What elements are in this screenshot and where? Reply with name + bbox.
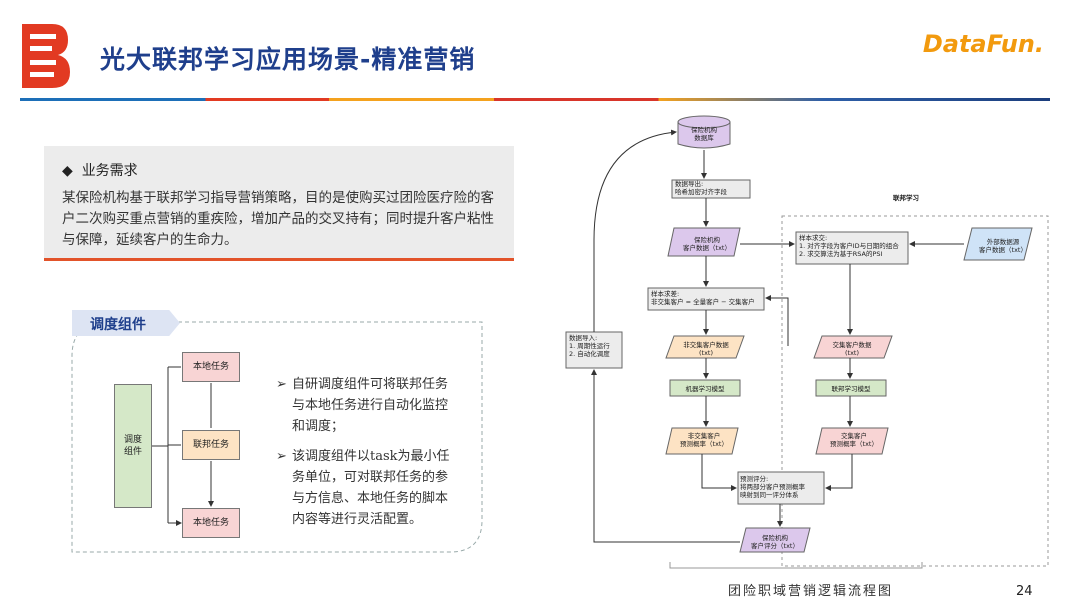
scheduler-tag [72, 310, 180, 336]
needs-heading: ◆ 业务需求 [62, 163, 138, 179]
result-label: 保险机构 客户评分（txt） [751, 534, 799, 550]
needs-panel [44, 146, 514, 261]
intersect-node [795, 231, 909, 265]
intersect-label: 样本求交: 1. 对齐字段为客户ID与日期的组合 2. 求交算法为基于RSA的P… [799, 234, 899, 258]
ext-data-label: 外部数据源 客户数据（txt） [979, 238, 1027, 254]
task-local-1: 本地任务 [182, 352, 240, 382]
scheduler-bullet-1-text: 自研调度组件可将联邦任务与本地任务进行自动化监控和调度； [292, 377, 449, 434]
score-node [737, 471, 825, 505]
cust-data-label: 保险机构 客户数据（txt） [683, 236, 731, 252]
task-federated: 联邦任务 [182, 430, 240, 460]
page-number: 24 [1016, 584, 1033, 599]
cust-data-node [667, 227, 741, 257]
brand-logo: DataFun. [922, 30, 1044, 58]
import-label: 数据导入: 1. 周期性运行 2. 自动化调度 [569, 334, 610, 358]
non-inter-prob-node [665, 427, 739, 455]
diff-label: 样本求差: 非交集客户 = 全量客户 − 交集客户 [651, 290, 755, 306]
fl-model-label: 联邦学习模型 [831, 385, 871, 393]
result-node [739, 527, 811, 553]
non-inter-prob-label: 非交集客户 预测概率（txt） [680, 432, 728, 448]
scheduler-bullet-2-text: 该调度组件以task为最小任务单位，可对联邦任务的参与方信息、本地任务的脚本内容… [292, 449, 450, 527]
inter-data-label: 交集客户数据 (txt) [832, 341, 872, 357]
diamond-icon: ◆ [62, 163, 73, 179]
marketing-flowchart [565, 115, 1049, 569]
page-title: 光大联邦学习应用场景-精准营销 [100, 45, 476, 74]
scheduler-arrows [152, 366, 260, 550]
inter-data-node [813, 335, 893, 359]
fed-label: 联邦学习 [893, 194, 919, 202]
scheduler-bullet-1: ➢ [276, 377, 287, 392]
ext-data-node [963, 227, 1033, 261]
scheduler-main-node: 调度 组件 [114, 384, 152, 508]
non-inter-data-label: 非交集客户数据 (txt) [683, 341, 729, 357]
scheduler-frame [71, 321, 483, 553]
divider-bar [20, 98, 1050, 101]
db-node [677, 115, 731, 149]
scheduler-tag-label: 调度组件 [90, 317, 146, 333]
export-label: 数据导出: 哈希加密对齐字段 [675, 180, 727, 196]
ml-model-node [669, 379, 741, 397]
inter-prob-node [815, 427, 889, 455]
non-inter-data-node [665, 335, 745, 359]
fl-model-node [815, 379, 887, 397]
inter-prob-label: 交集客户 预测概率（txt） [830, 432, 878, 448]
export-node [671, 179, 751, 199]
logo-icon [22, 24, 70, 88]
flowchart-caption: 团险职域营销逻辑流程图 [728, 584, 894, 599]
ml-model-label: 机器学习模型 [685, 385, 725, 393]
needs-body: 某保险机构基于联邦学习指导营销策略，目的是使购买过团险医疗险的客户二次购买重点营… [62, 190, 494, 248]
score-label: 预测评分: 将两部分客户预测概率 映射到同一评分体系 [740, 475, 805, 499]
scheduler-bullet-2: ➢ [276, 449, 287, 464]
db-label: 保险机构 数据库 [691, 126, 717, 142]
federated-frame [781, 215, 1049, 567]
